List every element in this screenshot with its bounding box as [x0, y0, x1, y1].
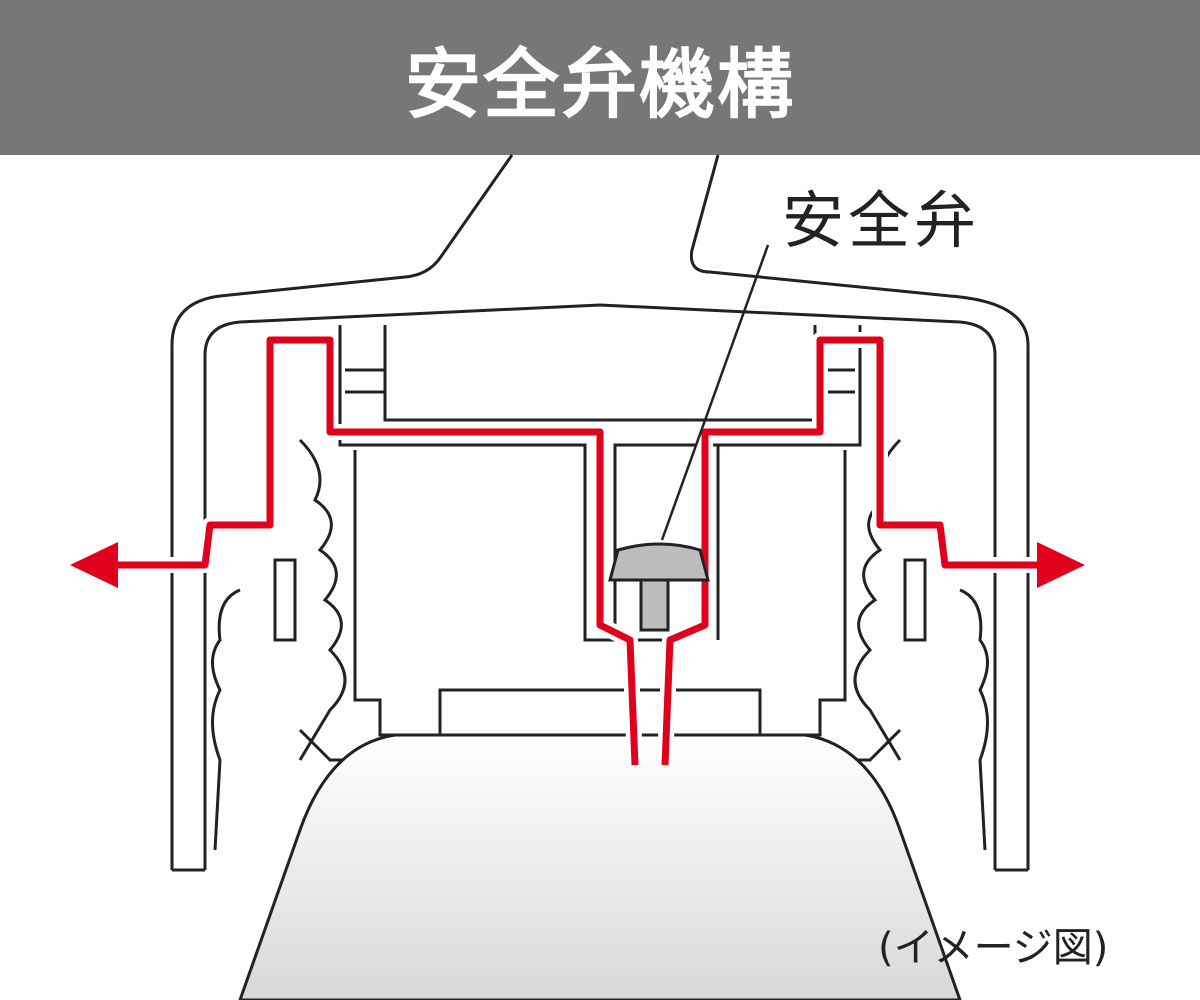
arrow-left-icon — [70, 542, 118, 588]
diagram-title: 安全弁機構 — [405, 39, 795, 129]
valve-leader-line — [660, 244, 770, 541]
image-note: (イメージ図) — [878, 925, 1109, 971]
title-banner: 安全弁機構 — [0, 0, 1200, 155]
arrow-right-icon — [1037, 542, 1085, 588]
vent-flow-path — [110, 332, 1045, 766]
bottle-body — [238, 733, 962, 1000]
cap-outline — [170, 154, 1030, 872]
safety-valve-label: 安全弁 — [782, 184, 981, 257]
safety-valve — [608, 542, 710, 632]
